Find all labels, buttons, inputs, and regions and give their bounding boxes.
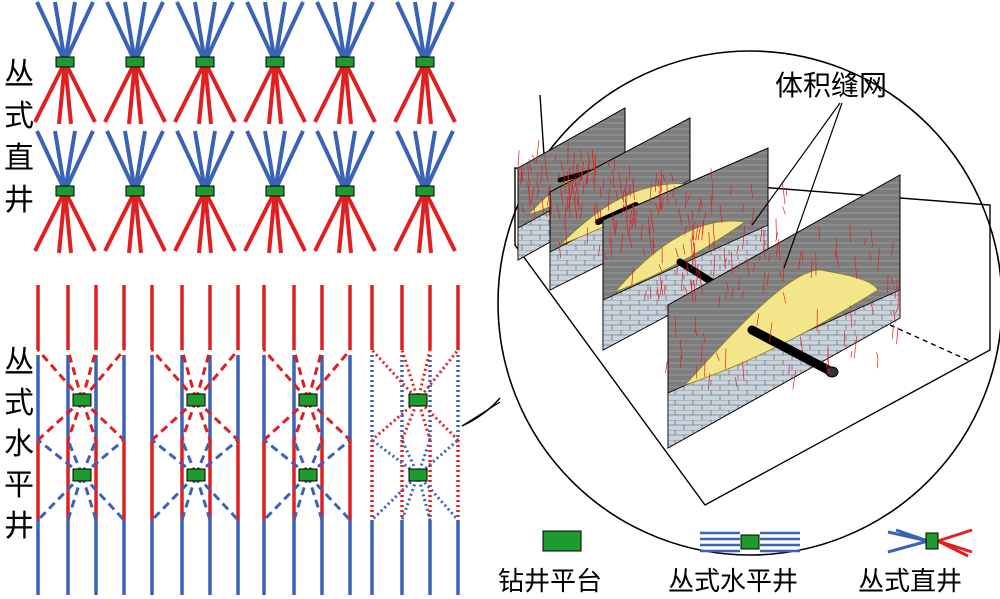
vertical-well-pad	[313, 130, 377, 254]
svg-text:直: 直	[4, 141, 34, 176]
vertical-well-pad	[173, 130, 237, 254]
fracture-label-leaders	[751, 102, 843, 269]
horizontal-well-group	[262, 285, 352, 595]
vertical-well-pad	[103, 1, 167, 125]
cluster-horizontal-label: 丛 式 水 平 井	[4, 345, 34, 544]
svg-text:丛: 丛	[4, 57, 34, 92]
vertical-well-pad	[313, 1, 377, 125]
cluster-vertical-label: 丛 式 直 井	[4, 57, 34, 218]
svg-text:井: 井	[4, 183, 34, 218]
vertical-well-pad	[393, 1, 457, 125]
legend-horizontal: 丛式水平井	[668, 531, 800, 597]
svg-text:式: 式	[4, 386, 34, 421]
cluster-vertical-wells	[33, 1, 457, 254]
fracture-zoom-circle	[497, 50, 1000, 556]
legend-vertical: 丛式直井	[858, 528, 973, 597]
vertical-well-pad	[33, 130, 97, 254]
svg-text:式: 式	[4, 99, 34, 134]
svg-text:丛式水平井: 丛式水平井	[668, 567, 798, 597]
svg-text:平: 平	[4, 468, 34, 503]
legend-pad: 钻井平台	[498, 530, 602, 597]
vertical-well-pad	[243, 1, 307, 125]
fracture-panel	[667, 174, 901, 449]
vertical-well-pad	[243, 130, 307, 254]
vertical-well-pad	[173, 1, 237, 125]
legend: 钻井平台 丛式水平井 丛式直井	[498, 528, 973, 597]
fracture-strokes	[517, 140, 899, 390]
svg-text:丛: 丛	[4, 345, 34, 380]
svg-text:钻井平台: 钻井平台	[498, 567, 602, 597]
vertical-well-pad	[33, 1, 97, 125]
svg-text:水: 水	[4, 427, 34, 462]
vertical-well-pad	[393, 130, 457, 254]
zoom-callout	[461, 397, 501, 427]
horizontal-well-group	[370, 285, 460, 595]
cluster-horizontal-wells	[36, 285, 460, 595]
horizontal-well-group	[150, 285, 240, 595]
horizontal-well-group	[36, 285, 126, 595]
svg-text:井: 井	[4, 509, 34, 544]
vertical-well-pad	[103, 130, 167, 254]
svg-text:丛式直井: 丛式直井	[858, 567, 962, 597]
fracture-network-label: 体积缝网	[775, 69, 887, 102]
